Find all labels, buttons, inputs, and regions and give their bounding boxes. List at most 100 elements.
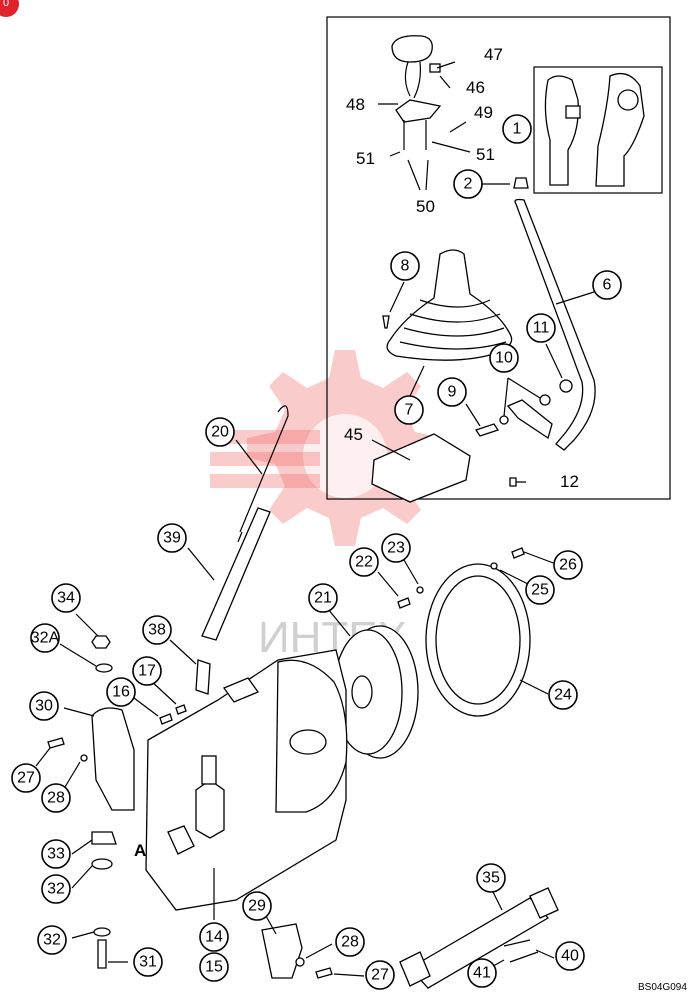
bolt-22 — [397, 597, 411, 609]
dipstick — [237, 405, 289, 543]
callout-41: 41 — [467, 958, 497, 988]
svg-text:33: 33 — [47, 846, 65, 863]
shift-handle-detail — [544, 72, 645, 187]
boot-screw — [382, 315, 390, 329]
callout-29: 29 — [242, 891, 272, 921]
svg-text:25: 25 — [531, 582, 549, 599]
callout-33: 33 — [41, 839, 71, 869]
svg-text:28: 28 — [341, 934, 359, 951]
torque-converter — [333, 625, 419, 759]
support-bracket — [261, 923, 303, 979]
corner-badge-label: 0 — [3, 0, 9, 9]
svg-text:32: 32 — [43, 932, 61, 949]
view-marker: A — [134, 841, 146, 860]
callout-34: 34 — [51, 583, 81, 613]
bolt-31 — [97, 939, 107, 969]
svg-text:8: 8 — [401, 258, 410, 275]
bolt-26 — [511, 547, 525, 559]
callout-31: 31 — [133, 947, 163, 977]
label-47: 47 — [484, 45, 503, 64]
callout-9: 9 — [437, 377, 467, 407]
callout-11: 11 — [526, 313, 556, 343]
callout-14: 14 — [199, 922, 229, 952]
washer-32-upper — [91, 858, 113, 870]
callout-27-right: 27 — [365, 960, 395, 990]
callout-28-left: 28 — [41, 783, 71, 813]
callout-7: 7 — [394, 395, 424, 425]
isolator-33 — [91, 831, 117, 845]
fill-tube — [201, 507, 271, 641]
washer-28-left — [80, 754, 88, 762]
callout-10: 10 — [489, 343, 519, 373]
callout-35: 35 — [476, 863, 506, 893]
label-12: 12 — [560, 472, 579, 491]
callout-16: 16 — [106, 677, 136, 707]
svg-text:27: 27 — [17, 770, 35, 787]
handle-detail-frame — [533, 66, 663, 194]
lever-bracket — [465, 343, 573, 487]
washer-25 — [490, 562, 498, 570]
callout-2: 2 — [453, 169, 483, 199]
label-51-left: 51 — [356, 149, 375, 168]
washer-32-lower — [93, 927, 111, 937]
svg-text:1: 1 — [513, 121, 522, 138]
svg-text:14: 14 — [205, 929, 223, 946]
callout-32-upper: 32 — [41, 874, 71, 904]
callout-27-left: 27 — [11, 763, 41, 793]
svg-text:31: 31 — [139, 954, 157, 971]
nut-34 — [91, 635, 111, 649]
label-48: 48 — [346, 95, 365, 114]
label-45: 45 — [344, 425, 363, 444]
svg-text:29: 29 — [248, 898, 266, 915]
washer-28-right — [295, 957, 305, 967]
callout-32-lower: 32 — [37, 925, 67, 955]
svg-text:32A: 32A — [31, 630, 60, 647]
svg-text:21: 21 — [314, 590, 332, 607]
callout-38: 38 — [142, 615, 172, 645]
svg-text:41: 41 — [473, 965, 491, 982]
callout-26: 26 — [553, 550, 583, 580]
svg-text:2: 2 — [464, 176, 473, 193]
svg-text:40: 40 — [561, 948, 579, 965]
callout-8: 8 — [390, 251, 420, 281]
callout-40: 40 — [555, 941, 585, 971]
svg-text:6: 6 — [603, 277, 612, 294]
svg-text:17: 17 — [138, 663, 156, 680]
tube-fitting — [195, 659, 211, 695]
label-46: 46 — [466, 78, 485, 97]
svg-text:39: 39 — [163, 530, 181, 547]
bolt-16 — [159, 713, 173, 725]
drive-shaft — [399, 887, 559, 989]
svg-text:7: 7 — [405, 402, 414, 419]
callout-20: 20 — [205, 417, 235, 447]
svg-text:32: 32 — [47, 881, 65, 898]
corner-badge: 0 — [0, 0, 19, 17]
callout-25: 25 — [525, 575, 555, 605]
svg-text:35: 35 — [482, 870, 500, 887]
diagram-code: BS04G094 — [638, 982, 687, 993]
svg-text:9: 9 — [448, 384, 457, 401]
callout-23: 23 — [381, 533, 411, 563]
callout-30: 30 — [29, 691, 59, 721]
callout-17: 17 — [132, 656, 162, 686]
svg-text:38: 38 — [148, 622, 166, 639]
callout-21: 21 — [308, 583, 338, 613]
washer-32a — [95, 663, 113, 673]
fitting-17 — [175, 704, 187, 715]
callout-15: 15 — [199, 952, 229, 982]
svg-text:11: 11 — [533, 320, 550, 337]
bolt-27-right — [315, 967, 333, 979]
shift-lever-inset-frame — [326, 16, 671, 500]
mount-bracket — [91, 707, 135, 811]
shift-lever — [514, 198, 596, 451]
callout-39: 39 — [157, 523, 187, 553]
callout-28-right: 28 — [335, 927, 365, 957]
callout-6: 6 — [592, 270, 622, 300]
svg-text:30: 30 — [35, 698, 53, 715]
svg-text:15: 15 — [205, 959, 223, 976]
svg-text:26: 26 — [559, 557, 577, 574]
svg-text:16: 16 — [112, 684, 130, 701]
flex-plate — [425, 563, 531, 717]
lever-cap — [513, 177, 529, 189]
